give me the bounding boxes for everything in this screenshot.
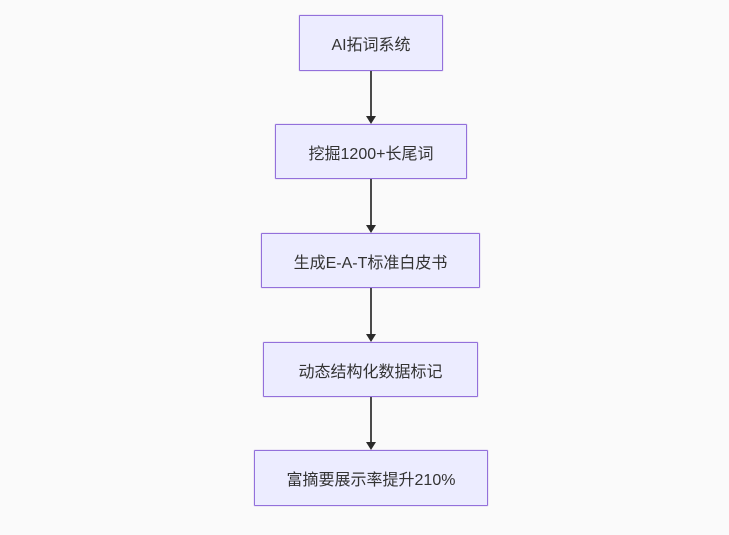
arrow-line: [370, 288, 372, 334]
arrow-line: [370, 71, 372, 116]
arrow-line: [370, 179, 372, 225]
flowchart-node-eat-whitepaper: 生成E-A-T标准白皮书: [261, 233, 480, 288]
arrow-down-icon: [366, 116, 376, 124]
arrow-down-icon: [366, 334, 376, 342]
node-label: 生成E-A-T标准白皮书: [293, 254, 448, 272]
node-label: 动态结构化数据标记: [298, 363, 443, 381]
node-label: 挖掘1200+长尾词: [308, 145, 434, 163]
flowchart-node-ai-keyword-system: AI拓词系统: [299, 15, 443, 71]
flow-arrow-1: [365, 71, 377, 124]
flowchart-node-longtail-mining: 挖掘1200+长尾词: [275, 124, 467, 179]
arrow-down-icon: [366, 442, 376, 450]
node-label: AI拓词系统: [331, 37, 411, 54]
arrow-line: [370, 397, 372, 442]
flow-arrow-2: [365, 179, 377, 233]
arrow-down-icon: [366, 225, 376, 233]
node-label: 富摘要展示率提升210%: [286, 472, 456, 489]
flow-arrow-3: [365, 288, 377, 342]
flowchart-node-rich-snippet-lift: 富摘要展示率提升210%: [254, 450, 488, 506]
flow-arrow-4: [365, 397, 377, 450]
flowchart-node-structured-data-markup: 动态结构化数据标记: [263, 342, 478, 397]
